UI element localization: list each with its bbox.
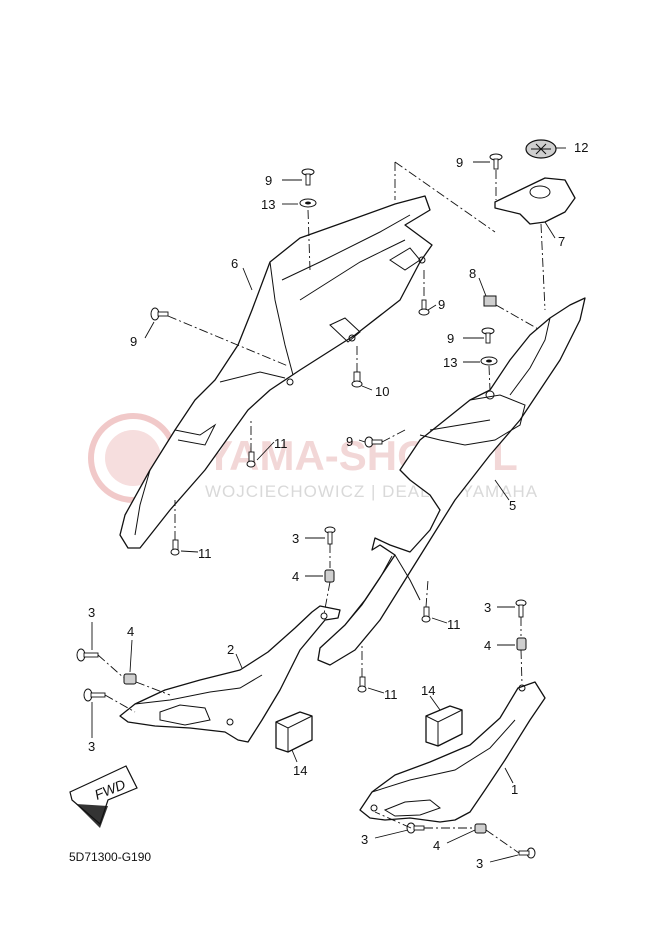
part-7-bracket <box>494 177 576 225</box>
callout-9: 9 <box>438 297 445 312</box>
callout-4: 4 <box>292 569 299 584</box>
part-2-side-cover-lower-left <box>119 605 341 743</box>
callout-3: 3 <box>88 605 95 620</box>
callout-9: 9 <box>130 334 137 349</box>
callout-13: 13 <box>443 355 457 370</box>
callout-3: 3 <box>476 856 483 871</box>
diagram-code: 5D71300-G190 <box>69 850 151 864</box>
fasteners <box>76 153 536 859</box>
callout-4: 4 <box>433 838 440 853</box>
callout-1: 1 <box>511 782 518 797</box>
callout-4: 4 <box>127 624 134 639</box>
callout-3: 3 <box>292 531 299 546</box>
leader-lines <box>91 147 566 863</box>
callout-9: 9 <box>346 434 353 449</box>
part-12-emblem <box>525 139 557 159</box>
callout-11: 11 <box>384 687 398 702</box>
callout-3: 3 <box>88 739 95 754</box>
part-1-side-cover-lower-right <box>359 681 546 823</box>
callout-10: 10 <box>375 384 389 399</box>
callout-3: 3 <box>484 600 491 615</box>
callout-11: 11 <box>198 546 212 561</box>
fwd-arrow: FWD <box>69 765 138 828</box>
callout-11: 11 <box>274 436 288 451</box>
part-14-pad-left <box>275 711 313 753</box>
part-5-side-cover-right <box>317 297 586 666</box>
part-14-pad-right <box>425 705 463 747</box>
callout-9: 9 <box>456 155 463 170</box>
callout-5: 5 <box>509 498 516 513</box>
watermark-subtitle: WOJCIECHOWICZ | DEALER YAMAHA <box>205 482 538 501</box>
callout-13: 13 <box>261 197 275 212</box>
callout-6: 6 <box>231 256 238 271</box>
callout-14: 14 <box>421 683 435 698</box>
callout-9: 9 <box>265 173 272 188</box>
callout-11: 11 <box>447 617 461 632</box>
callout-14: 14 <box>293 763 307 778</box>
part-6-side-cover-upper-left <box>119 195 433 549</box>
callout-4: 4 <box>484 638 491 653</box>
assembly-lines <box>97 161 546 854</box>
callout-9: 9 <box>447 331 454 346</box>
callout-3: 3 <box>361 832 368 847</box>
callout-7: 7 <box>558 234 565 249</box>
callouts: 9 13 9 12 7 6 9 8 9 9 13 10 9 11 5 11 3 … <box>88 140 588 871</box>
callout-12: 12 <box>574 140 588 155</box>
callout-8: 8 <box>469 266 476 281</box>
callout-2: 2 <box>227 642 234 657</box>
